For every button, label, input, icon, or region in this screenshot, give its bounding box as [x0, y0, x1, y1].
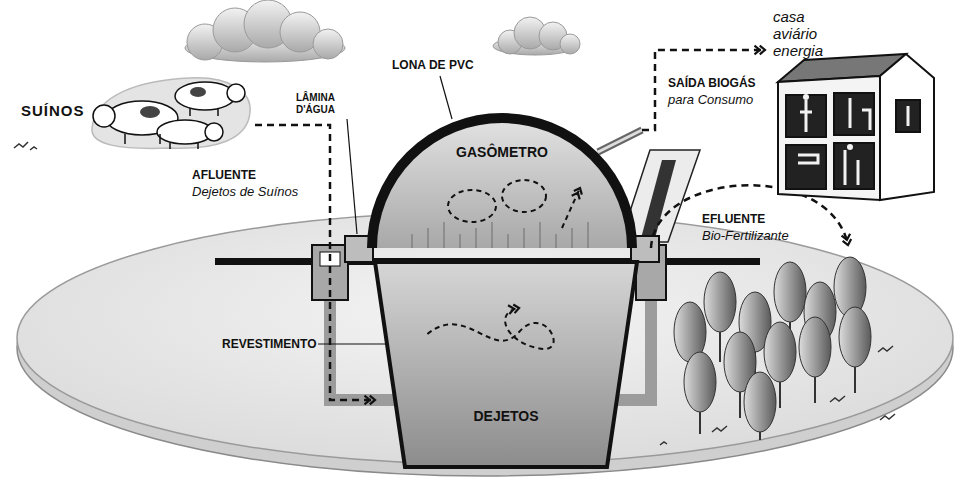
pvc-cover [372, 118, 632, 248]
manure-puddle [92, 78, 250, 149]
gas-flow-arrow [562, 188, 580, 228]
gas-bubble-trail [555, 234, 556, 248]
flow-sublabel: Bio-Fertilizante [702, 228, 789, 244]
cloud [493, 17, 580, 55]
pig-spot [140, 106, 160, 118]
node-text: GASÔMETRO [456, 144, 548, 161]
gas-bubble-trail [443, 222, 444, 248]
house [778, 54, 934, 200]
gas-loop [502, 180, 546, 212]
lamp [847, 144, 853, 150]
digester-pit: DEJETOS [375, 262, 637, 467]
gas-bubble-trail [587, 222, 588, 248]
manure-flow-loop [427, 308, 553, 349]
house-interior [798, 98, 908, 185]
biogas-pipe-shine [598, 130, 642, 152]
pig-spot [190, 87, 206, 97]
flow-sublabel: Dejetos de Suínos [192, 184, 298, 200]
tree-crown [799, 317, 831, 377]
pig-head [227, 84, 245, 102]
node-text: DEJETOS [473, 408, 538, 425]
biogas-pipe [598, 130, 642, 152]
gas-bubble-trail [459, 234, 460, 248]
tree-crown [744, 372, 776, 432]
flow-label: AFLUENTE [192, 168, 256, 182]
tree-crown [684, 352, 716, 412]
birds [660, 346, 895, 445]
pig-group [92, 78, 250, 149]
gas-holder-dome: GASÔMETRO [362, 88, 642, 248]
gas-bubble-trail [571, 228, 572, 248]
flow-arrow [255, 125, 375, 400]
gas-bubble-trail [411, 234, 412, 248]
pig-legs [125, 108, 218, 149]
pig-body [175, 82, 235, 110]
gas-bubble-trail [507, 234, 508, 248]
leader-line [347, 119, 357, 234]
flow-arrow [642, 50, 765, 130]
consumer-building: casa aviário energia [765, 8, 940, 203]
tree-crown [704, 272, 736, 332]
tree-crown [764, 322, 796, 382]
house-window [834, 143, 874, 189]
dome-outline [362, 88, 642, 248]
node-text: casa aviário energia [773, 8, 845, 59]
cloud-part [313, 29, 343, 59]
flow-label: EFLUENTE [702, 212, 765, 226]
leader-line [318, 343, 386, 344]
pig-head [93, 105, 115, 127]
flow-sublabel: para Consumo [668, 92, 753, 108]
pig-head [205, 123, 223, 141]
house-window [786, 145, 826, 189]
lamp [803, 94, 809, 100]
part-label: REVESTIMENTO [222, 337, 316, 351]
trees [674, 257, 871, 440]
part-label: LÂMINA D'ÁGUA [296, 92, 346, 115]
cloud [185, 0, 345, 62]
pit-lining [375, 262, 637, 467]
house-gable [880, 54, 934, 200]
part-label: LONA DE PVC [392, 58, 474, 72]
gas-bubble-trail [475, 228, 476, 248]
house-window [834, 93, 874, 135]
gas-loop [448, 190, 496, 222]
gas-bubble-trail [523, 228, 524, 248]
leader-line [440, 76, 452, 119]
flow-label: SAÍDA BIOGÁS [668, 76, 756, 90]
node-text: SUÍNOS [21, 102, 85, 119]
gas-space [372, 118, 632, 248]
pit-outline [375, 262, 637, 467]
gas-bubble-trail [427, 228, 428, 248]
gas-bubble-trail [491, 222, 492, 248]
animal-source: SUÍNOS [15, 62, 255, 152]
tree-crown [839, 307, 871, 367]
house-facade [778, 76, 880, 200]
tree-crown [774, 262, 806, 322]
gas-bubble-trail [539, 222, 540, 248]
bird [14, 142, 37, 150]
outlet-channel-slot [640, 160, 676, 242]
cloud-part [560, 34, 580, 54]
